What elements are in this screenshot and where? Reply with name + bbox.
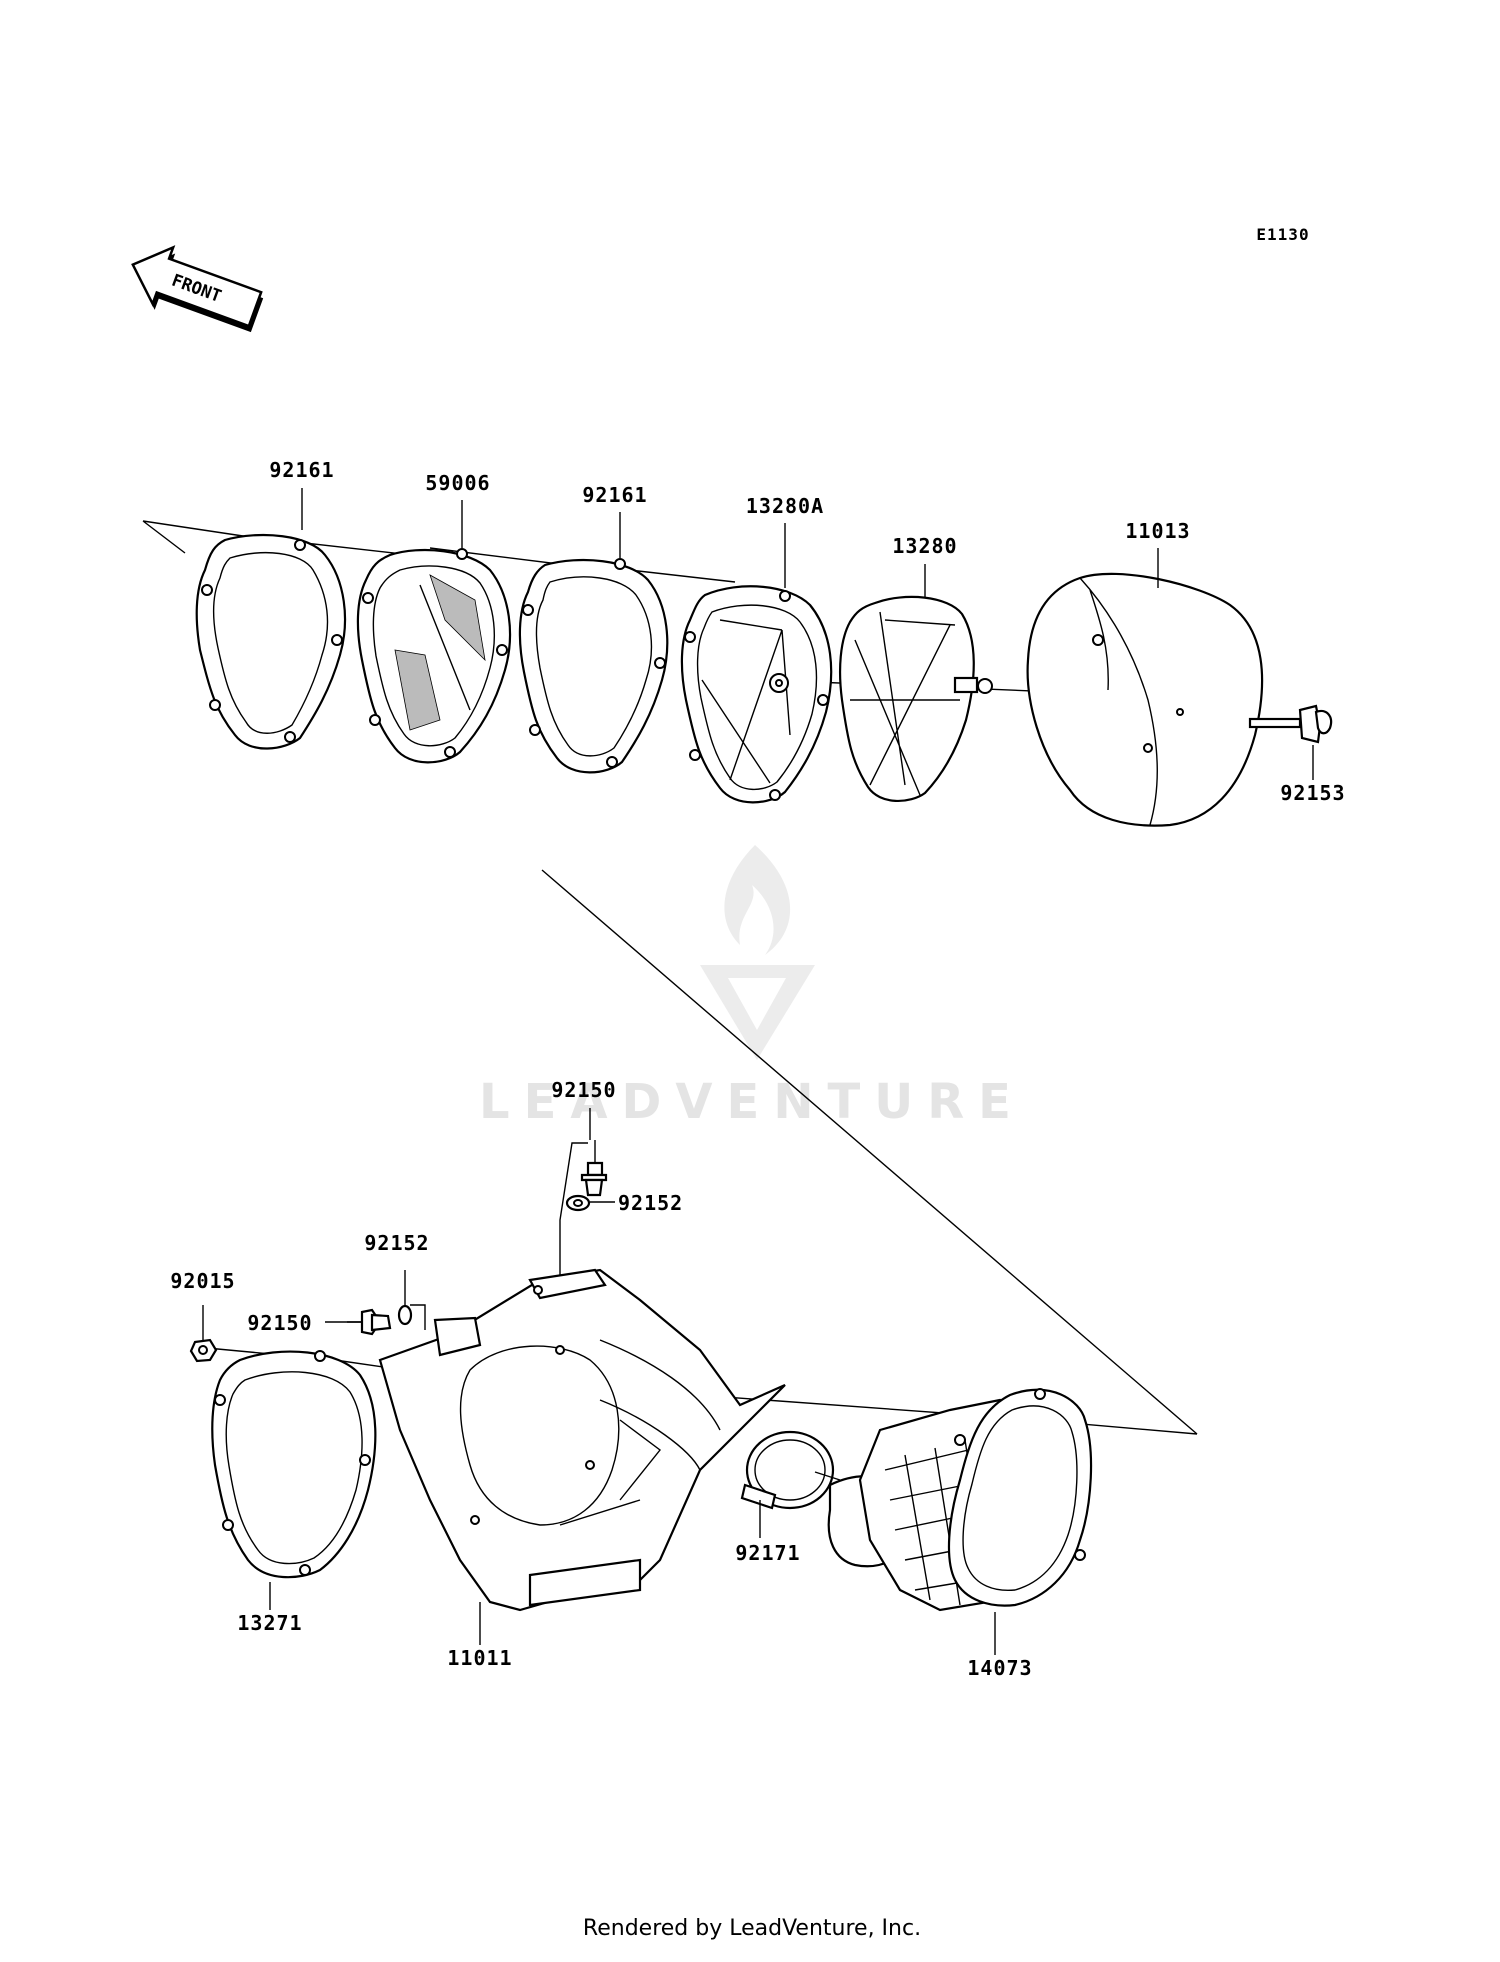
air-cleaner-cover-11013[interactable] [1026,572,1264,827]
gasket-13271[interactable] [211,1350,377,1610]
diagram-code: E1130 [1256,225,1309,244]
part-label-92150-left: 92150 [247,1311,312,1335]
part-label-92152-top: 92152 [618,1191,683,1215]
part-label-13280a: 13280A [746,494,824,518]
filter-cage-13280[interactable] [838,595,993,803]
footer-credit: Rendered by LeadVenture, Inc. [583,1916,921,1941]
gasket-92161-a[interactable] [195,533,347,750]
part-label-13271: 13271 [237,1611,302,1635]
part-label-92152-left: 92152 [364,1231,429,1255]
part-label-92150-top: 92150 [551,1078,616,1102]
watermark-logo-icon [700,845,815,1060]
separator-line [541,869,1198,1435]
part-label-92161-a: 92161 [269,458,334,482]
part-label-92015: 92015 [170,1269,235,1293]
part-label-11013: 11013 [1125,519,1190,543]
part-label-14073: 14073 [967,1656,1032,1680]
part-label-59006: 59006 [425,471,490,495]
watermark: LEADVENTURE [479,845,1025,1130]
washer-92152-top[interactable] [565,1194,615,1212]
filter-element-59006[interactable] [356,548,512,764]
wing-bolt-92153[interactable] [1248,704,1333,780]
washer-92152-left[interactable] [397,1270,413,1326]
part-label-13280: 13280 [892,534,957,558]
nut-92015[interactable] [189,1305,218,1363]
bolt-92150-top[interactable] [580,1140,608,1197]
part-label-92153: 92153 [1280,781,1345,805]
mesh-pattern [394,574,486,731]
watermark-text: LEADVENTURE [479,1074,1025,1130]
clamp-92171[interactable] [740,1430,841,1538]
filter-holder-13280a[interactable] [680,585,833,804]
part-label-92171: 92171 [735,1541,800,1565]
gasket-92161-b[interactable] [518,558,669,774]
part-labels: 92161 59006 92161 13280A 13280 11013 921… [170,458,1345,1680]
intake-duct-14073[interactable] [827,1388,1093,1655]
part-label-92161-b: 92161 [582,483,647,507]
front-arrow-icon: FRONT [131,245,264,333]
part-label-11011: 11011 [447,1646,512,1670]
bolt-92150-left[interactable] [325,1308,392,1336]
air-cleaner-case-11011[interactable] [378,1268,786,1645]
